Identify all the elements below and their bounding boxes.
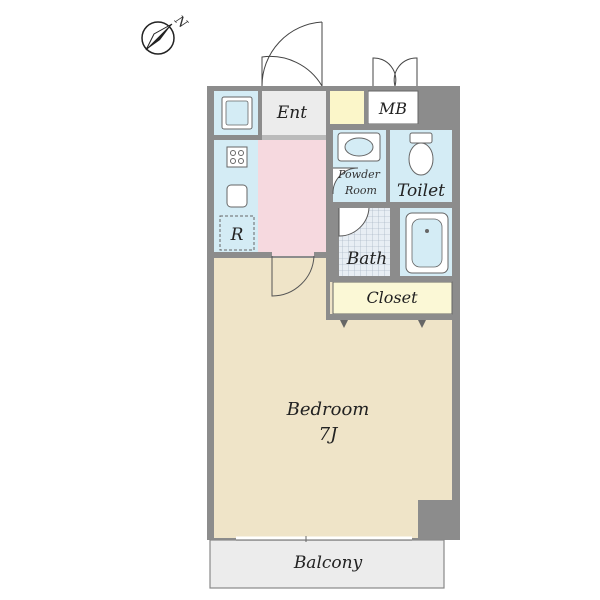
bath-label: Bath [346,249,387,269]
compass: N [141,12,191,55]
bedroom-floor-strip [327,318,452,328]
toilet-icon [408,132,434,176]
entrance-door [261,21,323,87]
bedroom-label: Bedroom [286,399,370,420]
shoe-box [330,91,364,124]
compass-north-label: N [171,12,191,32]
compass-arrow-outline [145,23,173,51]
closet-door-markers [340,320,426,328]
entrance-floor [262,91,326,135]
stove-icon [226,146,248,168]
powder-room-label-2: Room [344,184,377,197]
kitchen-sink-icon [221,96,253,130]
closet-floor [332,281,453,315]
meter-box [367,90,419,125]
kitchen-basin-icon [226,184,248,208]
bedroom-size-label: 7J [319,424,339,445]
meter-box-doors [372,57,418,87]
bathtub-icon [405,212,449,274]
interior-walls [214,86,452,320]
powder-room-label-1: Powder [337,168,381,181]
meter-box-label: MB [378,99,407,118]
washbasin-icon [337,132,381,162]
refrigerator-space [219,215,255,251]
refrigerator-label: R [230,225,244,245]
interior-doors [271,167,370,297]
closet-label: Closet [366,288,418,307]
toilet-label: Toilet [397,181,445,201]
kitchen-floor [258,140,328,256]
balcony-label: Balcony [293,553,363,573]
entrance-label: Ent [276,103,307,123]
bedroom-corner-column [418,500,460,540]
